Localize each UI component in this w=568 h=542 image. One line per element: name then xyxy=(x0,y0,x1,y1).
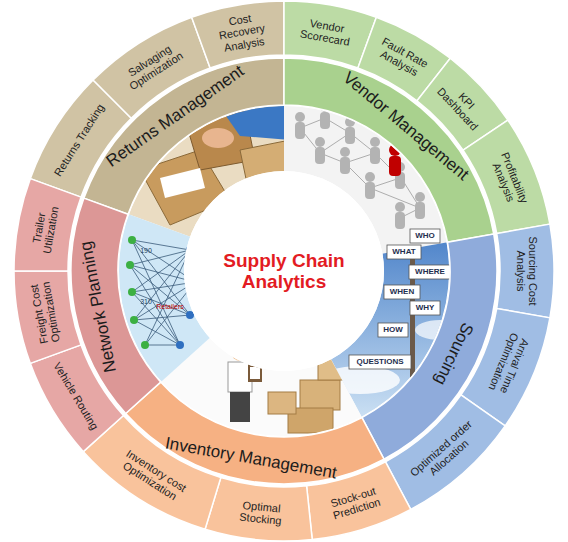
segment-tile: Profitability Analysis xyxy=(462,119,551,235)
sign-text: WHAT xyxy=(392,248,415,256)
segment-tile-shape xyxy=(385,395,505,510)
hub-title: Supply Chain Analytics xyxy=(204,250,364,293)
segment-tile-shape xyxy=(14,271,81,363)
sign-text: WHEN xyxy=(390,288,414,296)
segment-tile-shape xyxy=(93,17,210,118)
network-label: 190 xyxy=(140,247,152,254)
hand-shape xyxy=(202,128,234,148)
sign-text: WHY xyxy=(416,304,435,312)
hub-circle: Supply Chain Analytics xyxy=(184,171,384,371)
network-label: Retailers xyxy=(156,303,184,310)
network-label: 310 xyxy=(140,298,152,305)
segment-tile: Vehicle Routing xyxy=(29,343,125,453)
segment-tile-shape xyxy=(192,1,284,68)
segment-tile-shape xyxy=(307,462,411,540)
stock-box xyxy=(300,380,340,410)
segment-tile-shape xyxy=(497,224,554,318)
segment-tile-shape xyxy=(30,345,123,452)
segment-label: Sourcing Cost Analysis xyxy=(515,236,540,306)
sign-text: HOW xyxy=(383,326,403,334)
segment-tile: Salvaging Optimization xyxy=(92,16,212,120)
red-figure xyxy=(389,156,401,176)
segment-tile: Optimal Stocking xyxy=(204,476,314,542)
segment-tile: Sourcing Cost Analysis xyxy=(495,223,555,319)
paper-sheet xyxy=(160,168,205,198)
segment-tile: Stock-out Prediction xyxy=(305,460,412,541)
sign-text: QUESTIONS xyxy=(356,358,403,366)
segment-tile: Trailer Utilization xyxy=(13,177,83,273)
clipboard-paper xyxy=(250,367,260,379)
segment-tile: Cost Recovery Analysis xyxy=(190,0,285,70)
stock-box xyxy=(268,392,296,414)
hub-shape xyxy=(184,171,384,371)
sign-text: WHERE xyxy=(415,268,445,276)
segment-tile: Freight Cost Optimization xyxy=(13,270,83,365)
person-legs xyxy=(230,392,250,422)
sign-text: WHO xyxy=(415,232,435,240)
segment-tile-shape xyxy=(463,120,550,233)
segment-tile-shape xyxy=(14,179,81,271)
segment-tile-shape xyxy=(205,478,312,541)
